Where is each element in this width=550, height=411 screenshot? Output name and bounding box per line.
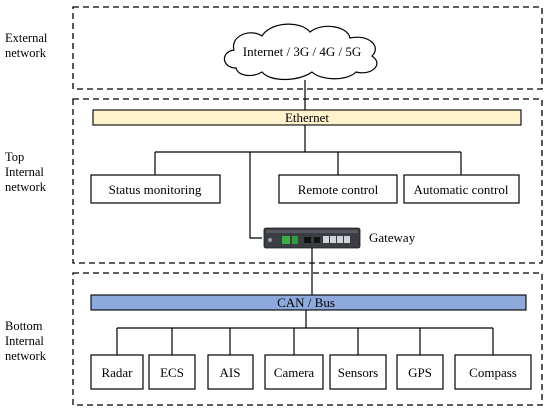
bottom-internal-network-zone <box>72 272 543 406</box>
automatic-control-label: Automatic control <box>414 182 509 197</box>
top-internal-network-zone <box>72 98 543 264</box>
canbus-label: CAN / Bus <box>277 295 335 310</box>
sensors-label: Sensors <box>338 365 378 380</box>
bottom-network-label-1: Bottom <box>5 319 43 333</box>
gateway-device-icon <box>263 227 361 249</box>
remote-control-label: Remote control <box>298 182 379 197</box>
external-network-label-2: network <box>5 46 47 60</box>
internet-label: Internet / 3G / 4G / 5G <box>243 44 361 59</box>
top-network-label-2: Internal <box>5 165 44 179</box>
top-network-label-3: network <box>5 180 47 194</box>
ais-box: AIS <box>207 354 254 390</box>
ecs-label: ECS <box>160 365 184 380</box>
gps-label: GPS <box>408 365 432 380</box>
top-network-label-1: Top <box>5 150 24 164</box>
external-network-label-1: External <box>5 31 48 45</box>
sensors-box: Sensors <box>329 354 387 390</box>
status-monitoring-box: Status monitoring <box>90 174 221 204</box>
radar-box: Radar <box>90 354 144 390</box>
bottom-network-label-2: Internal <box>5 334 44 348</box>
gateway-label: Gateway <box>369 230 416 245</box>
gps-box: GPS <box>396 354 444 390</box>
external-network-zone <box>72 6 543 90</box>
compass-label: Compass <box>469 365 517 380</box>
canbus-bar <box>90 294 527 311</box>
remote-control-box: Remote control <box>278 174 398 204</box>
automatic-control-box: Automatic control <box>403 174 520 204</box>
ecs-box: ECS <box>148 354 196 390</box>
radar-label: Radar <box>101 365 133 380</box>
compass-box: Compass <box>454 354 532 390</box>
gateway-ethernet-link <box>249 152 262 239</box>
cloud-icon <box>223 23 378 81</box>
status-monitoring-label: Status monitoring <box>109 182 202 197</box>
ais-label: AIS <box>220 365 241 380</box>
camera-box: Camera <box>264 354 324 390</box>
camera-label: Camera <box>274 365 315 380</box>
ethernet-label: Ethernet <box>285 110 329 125</box>
ethernet-bar <box>92 109 522 126</box>
bottom-network-label-3: network <box>5 349 47 363</box>
